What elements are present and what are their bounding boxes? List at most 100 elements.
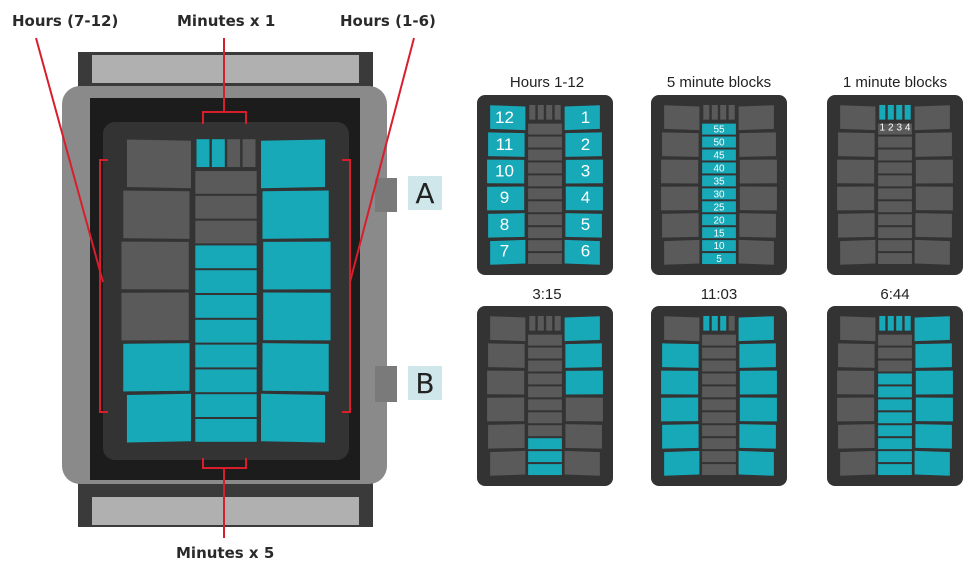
panel-2-display-right-segment <box>739 186 777 211</box>
panel-2-display-right-segment <box>739 159 777 184</box>
panel-1-display-minute-tick <box>537 104 544 120</box>
panel-4-display-right-segment <box>565 370 603 395</box>
bracket-hours-right <box>342 159 351 413</box>
minute-block-number: 20 <box>713 215 725 226</box>
hour-number: 1 <box>581 108 590 127</box>
hour-number: 5 <box>581 215 590 234</box>
bracket-minutes-x1 <box>202 111 247 124</box>
panel-5-display-right-segment <box>739 424 776 449</box>
panel-2-display-five-minute-block <box>702 123 736 135</box>
panel-5-display-five-minute-block <box>702 360 736 372</box>
minute-block-number: 10 <box>713 241 725 252</box>
panel-5 <box>651 306 787 486</box>
panel-6-display-five-minute-block <box>878 438 912 450</box>
panel-6-display-minute-tick <box>896 315 903 331</box>
panel-4-display-left-segment <box>487 370 525 395</box>
panel-1-display-five-minute-block <box>528 201 562 213</box>
panel-6-display-right-segment <box>915 370 953 395</box>
panel-6-display-left-segment <box>837 397 875 422</box>
panel-3-display-minute-tick <box>896 104 903 120</box>
panel-3-display-left-segment <box>837 186 875 211</box>
panel-3-display-left-segment <box>840 239 876 265</box>
panel-5-display-left-segment <box>664 450 700 476</box>
panel-4-display-left-segment <box>490 450 526 476</box>
panel-5-display-five-minute-block <box>702 399 736 411</box>
panel-4-display-minute-tick <box>554 315 561 331</box>
panel-6-display-five-minute-block <box>878 347 912 359</box>
panel-1-display-left-segment <box>487 159 525 184</box>
panel-1-display-left-segment <box>487 186 525 211</box>
main-display-five-minute-block <box>195 369 257 393</box>
panel-5-display-five-minute-block <box>702 386 736 398</box>
panel-5-display-right-segment <box>738 316 774 342</box>
panel-2-display-left-segment <box>662 213 699 238</box>
panel-6-display-right-segment <box>915 424 952 449</box>
main-display-left-segment <box>126 393 191 443</box>
minute-block-number: 15 <box>713 228 725 239</box>
panel-6-display-five-minute-block <box>878 386 912 398</box>
panel-3-display-minute-tick <box>879 104 886 120</box>
minute-block-number: 35 <box>713 177 725 188</box>
main-display-five-minute-block <box>195 270 257 294</box>
panel-4-display-minute-tick <box>537 315 544 331</box>
panel-4-display-left-segment <box>487 397 525 422</box>
panel-2-display-five-minute-block <box>702 162 736 174</box>
panel-5-display-five-minute-block <box>702 425 736 437</box>
panel-6-display-right-segment <box>914 316 950 342</box>
panel-4-display-left-segment <box>488 424 525 449</box>
panel-2-display-five-minute-block <box>702 240 736 252</box>
button-a <box>375 178 397 212</box>
panel-1-display-five-minute-block <box>528 149 562 161</box>
main-display-five-minute-block <box>195 171 257 194</box>
hour-number: 12 <box>495 108 514 127</box>
panel-3-display-five-minute-block <box>878 136 912 148</box>
panel-5-display-right-segment <box>739 370 777 395</box>
panel-title-hours: Hours 1-12 <box>509 74 585 91</box>
panel-1-display-five-minute-block <box>528 162 562 174</box>
main-display-left-segment <box>123 343 190 392</box>
minute-block-number: 5 <box>716 254 722 265</box>
minute-block-number: 25 <box>713 202 725 213</box>
main-display-right-segment <box>261 139 326 189</box>
panel-5-display-five-minute-block <box>702 412 736 424</box>
hour-number: 6 <box>581 242 590 261</box>
panel-6-display-left-segment <box>840 316 876 342</box>
panel-1-display-right-segment <box>565 159 603 184</box>
hour-number: 11 <box>496 135 514 154</box>
panel-3-display-five-minute-block <box>878 240 912 252</box>
panel-4-display-right-segment <box>565 424 602 449</box>
panel-3-display-five-minute-block <box>878 123 912 135</box>
panel-5-display-minute-tick <box>703 315 710 331</box>
panel-6-display-right-segment <box>914 450 950 476</box>
panel-1-display-right-segment <box>565 186 603 211</box>
minute-tick-number: 3 <box>896 123 902 134</box>
panel-4-display-five-minute-block <box>528 412 562 424</box>
panel-2-display-five-minute-block <box>702 149 736 161</box>
panel-5-display-minute-tick <box>720 315 727 331</box>
panel-4-display-right-segment <box>565 343 602 368</box>
panel-2-display-left-segment <box>662 132 699 157</box>
main-display-left-segment <box>121 292 189 341</box>
main-display-right-segment <box>262 190 329 239</box>
panel-1-display-minute-tick <box>554 104 561 120</box>
panel-title-example-1: 3:15 <box>532 286 562 303</box>
panel-2-display-five-minute-block <box>702 136 736 148</box>
panel-5-display-left-segment <box>662 424 699 449</box>
panel-1-display-five-minute-block <box>528 175 562 187</box>
hour-number: 7 <box>500 242 509 261</box>
panel-4-display-right-segment <box>565 397 603 422</box>
panel-1-display-right-segment <box>565 132 602 157</box>
callout-line-hours-right <box>349 37 415 283</box>
panel-2-display-right-segment <box>738 239 774 265</box>
panel-title-1min: 1 minute blocks <box>842 74 948 91</box>
panel-5-display-minute-tick <box>728 315 735 331</box>
panel-4-display-five-minute-block <box>528 464 562 476</box>
panel-1-display-minute-tick <box>546 104 553 120</box>
hours-1-6-label: Hours (1-6) <box>340 12 436 30</box>
panel-5-display-left-segment <box>661 370 699 395</box>
hour-number: 9 <box>500 188 509 207</box>
panel-2-display-five-minute-block <box>702 201 736 213</box>
panel-1-display-five-minute-block <box>528 214 562 226</box>
main-display-minute-tick <box>242 139 256 168</box>
